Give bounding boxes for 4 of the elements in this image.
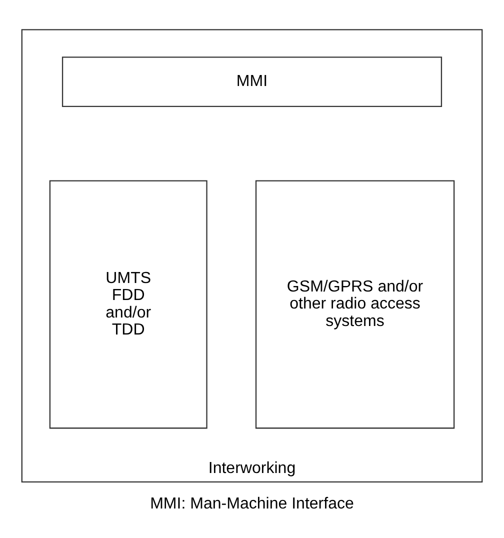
node-box: MMI: [62, 56, 442, 108]
node-box: UMTS FDD and/or TDD: [49, 180, 208, 429]
node-box: GSM/GPRS and/or other radio access systems: [255, 180, 455, 429]
caption: MMI: Man-Machine Interface: [150, 494, 354, 512]
